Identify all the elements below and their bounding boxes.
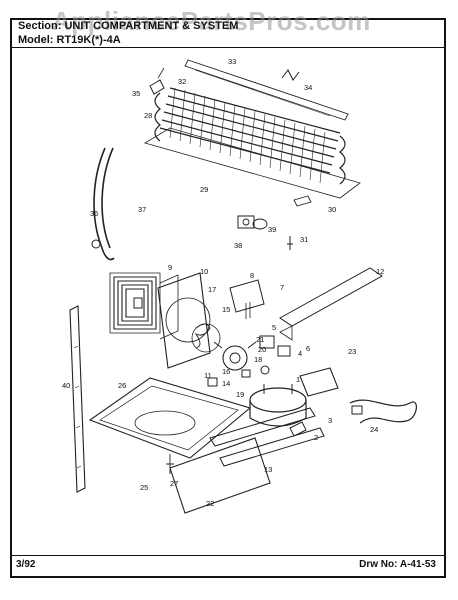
callout-24: 24 (370, 425, 378, 434)
compressor (249, 384, 307, 427)
callout-28: 28 (144, 111, 152, 120)
callout-33: 33 (228, 57, 236, 66)
coil-assembly (109, 272, 179, 340)
callout-1: 1 (296, 375, 300, 384)
callout-26: 26 (118, 381, 126, 390)
callout-34: 34 (304, 83, 312, 92)
model-label: Model: RT19K(*)-4A (18, 34, 121, 46)
callout-2: 2 (314, 433, 318, 442)
callout-19: 19 (236, 390, 244, 399)
drain-tubing (91, 147, 115, 261)
side-panel (69, 305, 86, 493)
callout-3: 3 (328, 416, 332, 425)
electrical-components (259, 335, 307, 437)
callout-14: 14 (222, 379, 230, 388)
callout-15: 15 (222, 305, 230, 314)
callout-20: 20 (258, 345, 266, 354)
callout-36: 36 (90, 209, 98, 218)
callout-25: 25 (140, 483, 148, 492)
callout-9: 9 (168, 263, 172, 272)
header-band (10, 18, 446, 48)
condenser-assembly (143, 59, 361, 199)
callout-4: 4 (298, 349, 302, 358)
callout-31: 31 (300, 235, 308, 244)
fan-assembly (157, 272, 221, 369)
access-panel (169, 437, 271, 514)
drawing-number: Drw No: A-41-53 (359, 559, 436, 570)
callout-22: 22 (206, 499, 214, 508)
callout-35: 35 (132, 89, 140, 98)
relay-bracket (229, 279, 265, 319)
callout-16: 16 (222, 367, 230, 376)
power-cord-assembly (299, 367, 417, 424)
callout-38: 38 (234, 241, 242, 250)
callout-17: 17 (208, 285, 216, 294)
revision-date: 3/92 (16, 559, 36, 570)
back-panel (279, 267, 383, 341)
callout-39: 39 (268, 225, 276, 234)
callout-23: 23 (348, 347, 356, 356)
callout-32: 32 (178, 77, 186, 86)
callout-6: 6 (306, 344, 310, 353)
callout-labels: 1 2 3 4 5 6 7 8 9 10 11 12 13 14 15 16 1… (62, 57, 384, 508)
callout-21: 21 (256, 335, 264, 344)
section-title: Section: UNIT COMPARTMENT & SYSTEM (18, 20, 239, 32)
callout-27: 27 (170, 479, 178, 488)
callout-12: 12 (376, 267, 384, 276)
callout-29: 29 (200, 185, 208, 194)
fan-motor (207, 341, 257, 387)
callout-8: 8 (250, 271, 254, 280)
callout-13: 13 (264, 465, 272, 474)
footer-band (10, 555, 446, 578)
base-pan (88, 377, 252, 474)
diagram-frame (10, 18, 446, 578)
small-hardware (237, 195, 312, 250)
callout-5: 5 (272, 323, 276, 332)
mounting-rails (209, 407, 325, 467)
watermark: AppliancePartsPros.com (52, 6, 371, 36)
callout-40: 40 (62, 381, 70, 390)
callout-11: 11 (204, 371, 212, 380)
exploded-parts-diagram: 1 2 3 4 5 6 7 8 9 10 11 12 13 14 15 16 1… (62, 57, 417, 514)
bracket-parts (149, 67, 300, 95)
callout-7: 7 (280, 283, 284, 292)
callout-30: 30 (328, 205, 336, 214)
callout-18: 18 (254, 355, 262, 364)
callout-37: 37 (138, 205, 146, 214)
callout-10: 10 (200, 267, 208, 276)
